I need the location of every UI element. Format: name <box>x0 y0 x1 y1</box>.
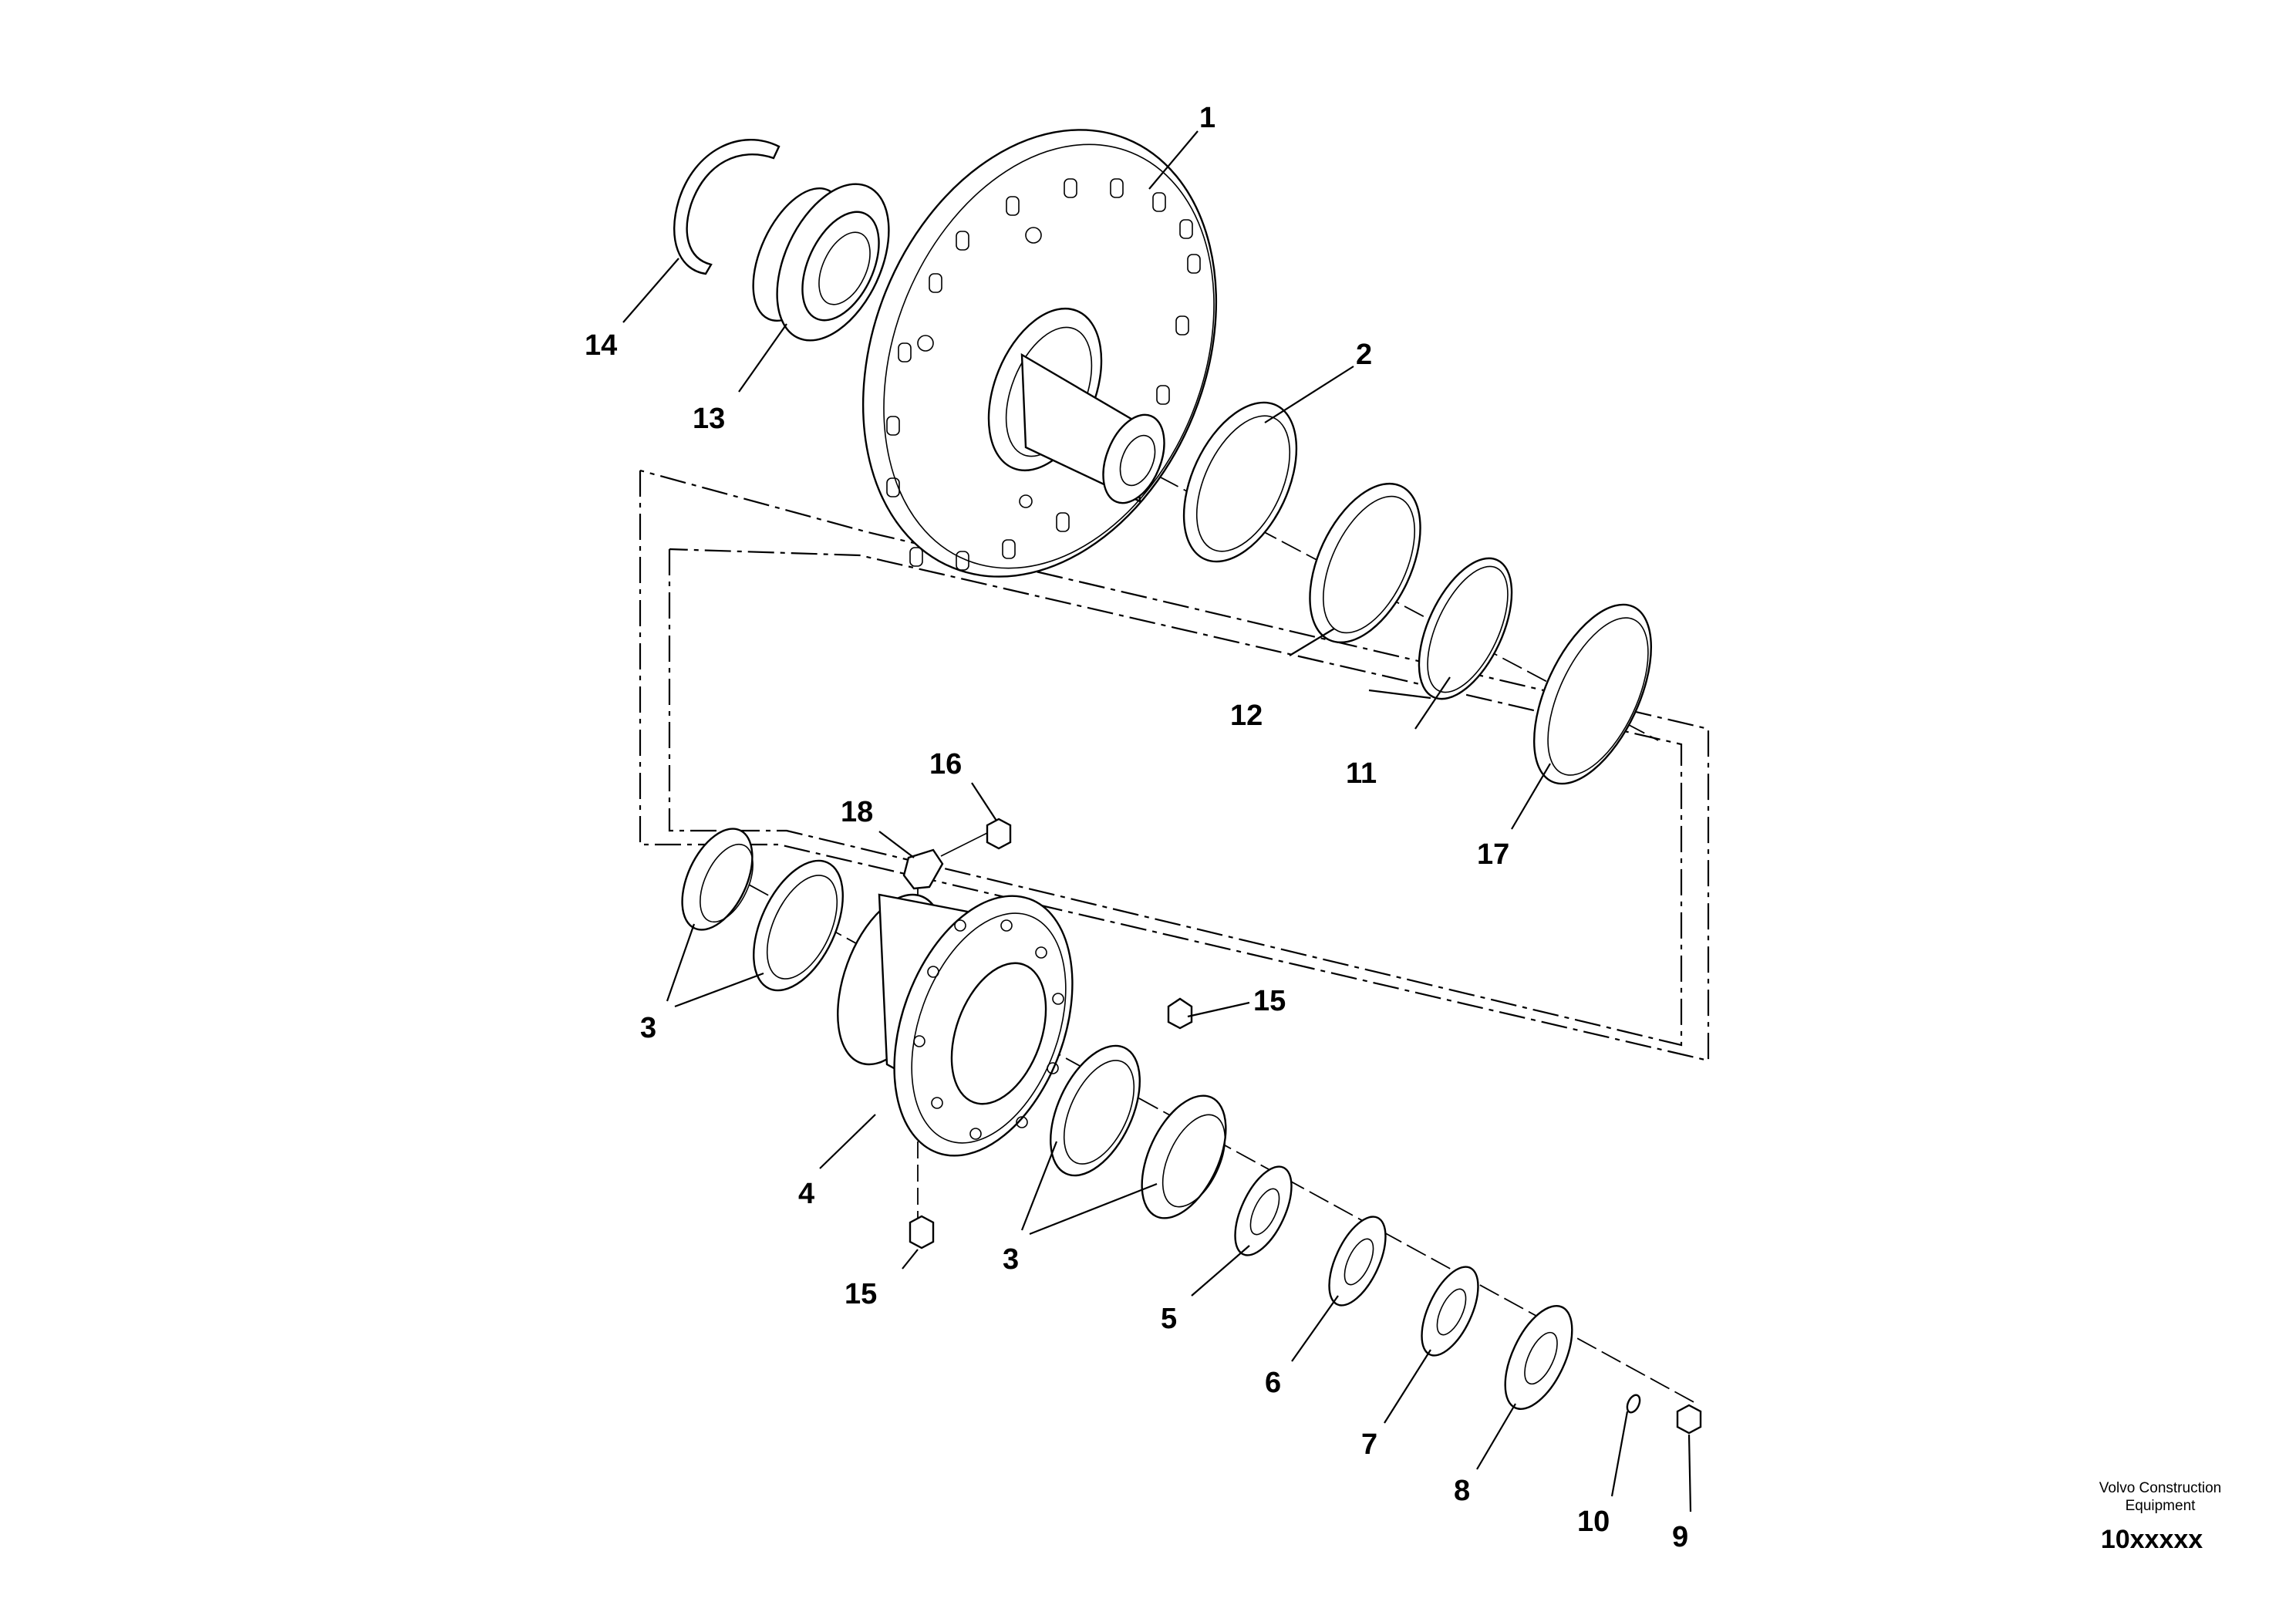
taper-bearing-part-3-left <box>681 828 844 992</box>
end-plate-part-8 <box>1504 1304 1573 1411</box>
callout-3-left: 3 <box>640 1012 656 1044</box>
callout-13: 13 <box>693 403 725 435</box>
callout-14: 14 <box>585 329 617 362</box>
callout-16: 16 <box>929 748 962 781</box>
shim-part-7 <box>1421 1266 1479 1357</box>
callout-2: 2 <box>1356 339 1372 371</box>
shim-part-6 <box>1328 1216 1387 1307</box>
leader-lines <box>622 130 1692 1512</box>
callout-10: 10 <box>1577 1506 1610 1538</box>
race-ring-part-2 <box>1182 401 1298 563</box>
callout-15-right: 15 <box>1253 985 1286 1017</box>
plug-part-16 <box>986 818 1012 850</box>
taper-bearing-part-3-right <box>1050 1044 1227 1219</box>
company-name-line2: Equipment <box>2126 1498 2197 1514</box>
company-name-line1: Volvo Construction <box>2099 1480 2221 1496</box>
callout-18: 18 <box>841 796 873 828</box>
seal-part-17 <box>1532 603 1653 785</box>
callout-4: 4 <box>798 1178 814 1210</box>
callout-5: 5 <box>1161 1303 1177 1335</box>
callout-6: 6 <box>1265 1367 1281 1399</box>
footer-block: Volvo Construction Equipment 10xxxxx <box>2099 1480 2221 1554</box>
plug-part-15-right <box>1167 997 1193 1030</box>
snap-ring-part-14 <box>673 139 781 275</box>
callout-15-bottom: 15 <box>845 1278 877 1310</box>
callout-labels: 1 2 3 3 4 5 6 7 8 9 10 11 12 13 14 15 15… <box>585 102 1688 1553</box>
callout-7: 7 <box>1361 1428 1377 1461</box>
callout-12: 12 <box>1230 700 1263 732</box>
seal-ring-part-12 <box>1309 482 1421 644</box>
callout-1: 1 <box>1199 102 1215 134</box>
elbow-fitting-part-18 <box>902 848 944 890</box>
callout-8: 8 <box>1454 1475 1470 1507</box>
washer-part-10 <box>1626 1394 1641 1414</box>
callout-17: 17 <box>1477 838 1509 871</box>
hub-flange-part-1 <box>861 129 1218 578</box>
o-ring-part-11 <box>1418 557 1513 700</box>
assembly-guide-frames <box>639 469 1710 1062</box>
callout-11: 11 <box>1346 757 1377 790</box>
shim-part-5 <box>1234 1165 1293 1256</box>
bolt-part-9 <box>1676 1404 1702 1435</box>
plug-part-15-bottom <box>909 1215 935 1249</box>
wheel-hub-part-4 <box>837 893 1074 1157</box>
callout-9: 9 <box>1672 1521 1688 1553</box>
roller-bearing-part-13 <box>752 183 890 342</box>
drawing-number: 10xxxxx <box>2101 1525 2203 1554</box>
callout-3-right: 3 <box>1003 1243 1019 1276</box>
